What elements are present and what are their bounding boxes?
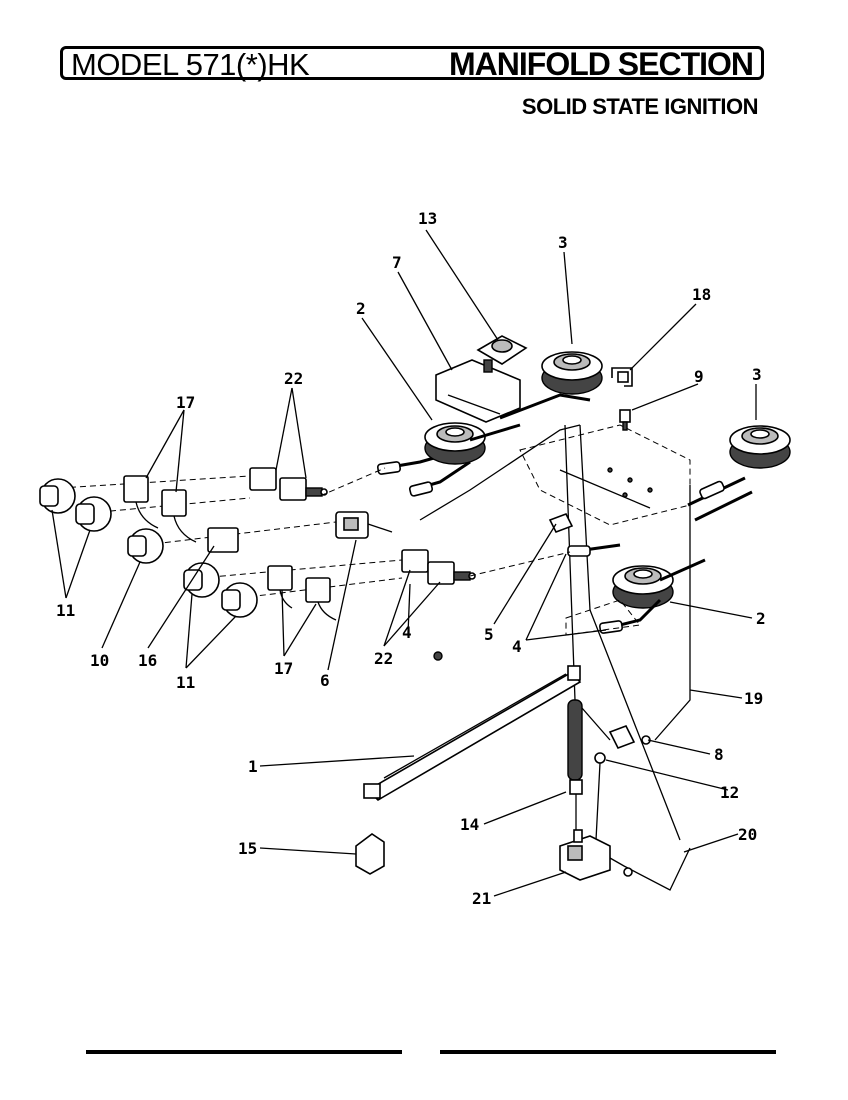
control-knob-1 xyxy=(39,478,76,514)
callout-3: 3 xyxy=(558,233,568,252)
knob-bezel xyxy=(127,528,164,564)
callout-19: 19 xyxy=(744,689,763,708)
thermocouple-fitting xyxy=(579,752,606,851)
footer-rule-right xyxy=(440,1050,776,1054)
callout-11: 11 xyxy=(56,601,75,620)
callout-3: 3 xyxy=(752,365,762,384)
burner-right-rear xyxy=(729,425,791,469)
callout-17: 17 xyxy=(274,659,293,678)
callout-18: 18 xyxy=(692,285,711,304)
pressure-regulator-hose xyxy=(567,699,583,830)
callout-8: 8 xyxy=(714,745,724,764)
callout-22: 22 xyxy=(374,649,393,668)
callout-labels: 13 3 7 18 2 22 9 3 17 11 10 16 11 17 6 2… xyxy=(56,209,766,908)
callout-5: 5 xyxy=(484,625,494,644)
orifice-hood xyxy=(619,409,631,431)
callout-6: 6 xyxy=(320,671,330,690)
spark-igniter xyxy=(476,335,528,373)
burner-left-rear xyxy=(424,422,486,465)
callout-17: 17 xyxy=(176,393,195,412)
mounting-bracket xyxy=(355,833,385,875)
ignition-switch-upper-2 xyxy=(161,489,197,543)
callout-4: 4 xyxy=(402,623,412,642)
tube-fitting xyxy=(608,724,651,750)
switch-mount xyxy=(207,527,239,553)
ignition-switch-upper-1 xyxy=(123,475,159,529)
footer-rule-left xyxy=(86,1050,402,1054)
ignition-switch-lower-1 xyxy=(267,565,293,609)
callout-1: 1 xyxy=(248,757,258,776)
leader-lines xyxy=(51,229,757,897)
callout-7: 7 xyxy=(392,253,402,272)
callout-11: 11 xyxy=(176,673,195,692)
control-knob-2 xyxy=(75,496,112,532)
callout-2: 2 xyxy=(756,609,766,628)
burner-bracket xyxy=(435,359,521,423)
callout-15: 15 xyxy=(238,839,257,858)
control-valve-upper xyxy=(249,467,328,501)
callout-14: 14 xyxy=(460,815,479,834)
callout-4: 4 xyxy=(512,637,522,656)
control-knob-3 xyxy=(183,562,220,598)
callout-21: 21 xyxy=(472,889,491,908)
control-valve-lower xyxy=(401,549,476,661)
callout-12: 12 xyxy=(720,783,739,802)
manifold-pipe xyxy=(363,665,582,802)
ignition-switch-lower-2 xyxy=(305,577,337,621)
callout-16: 16 xyxy=(138,651,157,670)
callout-13: 13 xyxy=(418,209,437,228)
callout-10: 10 xyxy=(90,651,109,670)
callout-20: 20 xyxy=(738,825,757,844)
model-title: MODEL 571(*)HK xyxy=(71,47,310,82)
burner-box-outline xyxy=(519,424,691,526)
tube-clip xyxy=(611,367,633,387)
control-knob-4 xyxy=(221,582,258,618)
burner-rail-right xyxy=(687,476,753,522)
burner-right-front xyxy=(612,565,674,609)
callout-2: 2 xyxy=(356,299,366,318)
burner-center-rear xyxy=(541,351,603,395)
callout-9: 9 xyxy=(694,367,704,386)
section-subtitle: SOLID STATE IGNITION xyxy=(521,94,759,119)
main-gas-valve xyxy=(559,829,691,891)
title-bar: MODEL 571(*)HK MANIFOLD SECTION xyxy=(60,46,764,82)
section-title: MANIFOLD SECTION xyxy=(449,46,754,82)
gas-valve-center xyxy=(335,511,393,539)
callout-22: 22 xyxy=(284,369,303,388)
